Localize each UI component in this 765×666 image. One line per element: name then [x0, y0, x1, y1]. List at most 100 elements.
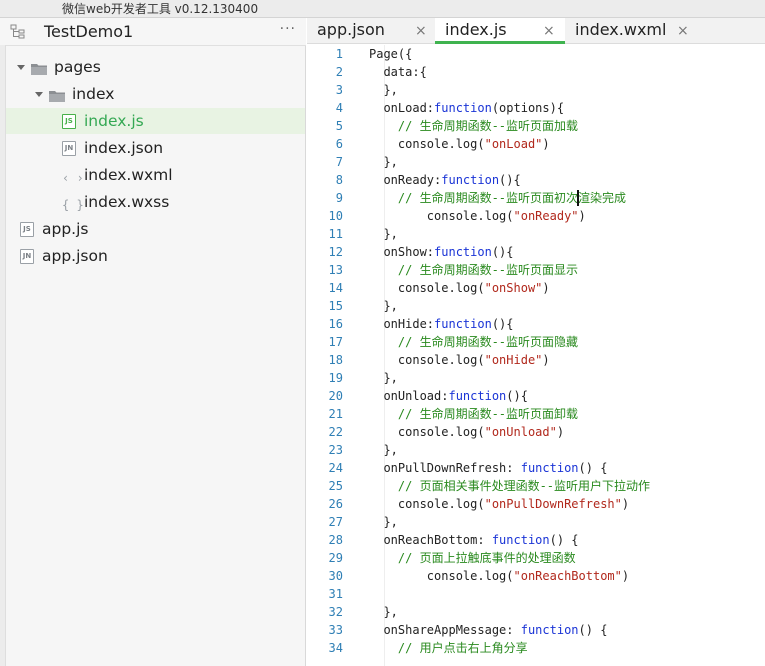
line-number: 2: [335, 65, 343, 79]
tab-app-json[interactable]: app.json ×: [307, 18, 435, 44]
code-text: // 生命周期函数--监听页面加载: [397, 119, 579, 133]
code-text: },: [369, 155, 398, 169]
code-text: },: [369, 227, 398, 241]
code-line[interactable]: 18 console.log("onHide"): [307, 351, 765, 369]
line-number: 10: [328, 209, 343, 223]
code-text: console.log("onLoad"): [369, 137, 550, 151]
code-line[interactable]: 8 onReady:function(){: [307, 171, 765, 189]
code-text: // 生命周期函数--监听页面初次渲染完成: [397, 191, 627, 205]
window-title: 微信web开发者工具 v0.12.130400: [0, 0, 765, 18]
editor-tab-bar: app.json × index.js × index.wxml ×: [307, 18, 765, 44]
code-text: onHide:function(){: [369, 317, 514, 331]
line-number: 19: [328, 371, 343, 385]
code-line[interactable]: 33 onShareAppMessage: function() {: [307, 621, 765, 639]
tree-item-index-wxss[interactable]: { }index.wxss: [6, 189, 305, 215]
line-number: 16: [328, 317, 343, 331]
code-line[interactable]: 21 // 生命周期函数--监听页面卸载: [307, 405, 765, 423]
json-file-icon: JN: [62, 141, 76, 156]
tab-label: index.wxml: [575, 20, 667, 39]
code-line[interactable]: 23 },: [307, 441, 765, 459]
tab-index-wxml[interactable]: index.wxml ×: [565, 18, 705, 44]
markup-file-icon: ‹ ›: [62, 171, 84, 185]
code-text: // 生命周期函数--监听页面卸载: [397, 407, 579, 421]
code-text: console.log("onPullDownRefresh"): [369, 497, 630, 511]
code-line[interactable]: 22 console.log("onUnload"): [307, 423, 765, 441]
code-line[interactable]: 25 // 页面相关事件处理函数--监听用户下拉动作: [307, 477, 765, 495]
expand-arrow-icon[interactable]: [34, 81, 46, 107]
close-tab-icon[interactable]: ×: [415, 23, 427, 39]
expand-arrow-icon[interactable]: [16, 54, 28, 80]
code-text: },: [369, 605, 398, 619]
line-number: 29: [328, 551, 343, 565]
tree-item-index[interactable]: index: [6, 81, 305, 107]
code-line[interactable]: 14 console.log("onShow"): [307, 279, 765, 297]
tab-label: index.js: [445, 20, 507, 39]
tree-view-icon[interactable]: [10, 24, 26, 40]
code-line[interactable]: 16 onHide:function(){: [307, 315, 765, 333]
code-line[interactable]: 19 },: [307, 369, 765, 387]
code-text: console.log("onShow"): [369, 281, 550, 295]
code-line[interactable]: 30 console.log("onReachBottom"): [307, 567, 765, 585]
code-line[interactable]: 29 // 页面上拉触底事件的处理函数: [307, 549, 765, 567]
tree-item-label: index.wxss: [84, 193, 170, 211]
code-text: },: [369, 443, 398, 457]
code-line[interactable]: 3 },: [307, 81, 765, 99]
code-text: onLoad:function(options){: [369, 101, 565, 115]
code-line[interactable]: 26 console.log("onPullDownRefresh"): [307, 495, 765, 513]
close-tab-icon[interactable]: ×: [543, 23, 555, 39]
code-line[interactable]: 20 onUnload:function(){: [307, 387, 765, 405]
line-number: 12: [328, 245, 343, 259]
project-name[interactable]: TestDemo1: [44, 22, 134, 41]
tab-index-js[interactable]: index.js ×: [435, 18, 565, 44]
js-file-icon: JS: [20, 222, 34, 237]
code-line[interactable]: 13 // 生命周期函数--监听页面显示: [307, 261, 765, 279]
code-line[interactable]: 11 },: [307, 225, 765, 243]
code-line[interactable]: 28 onReachBottom: function() {: [307, 531, 765, 549]
folder-icon: [30, 59, 48, 75]
code-line[interactable]: 10 console.log("onReady"): [307, 207, 765, 225]
tree-item-pages[interactable]: pages: [6, 54, 305, 80]
line-number: 33: [328, 623, 343, 637]
code-text: onShow:function(){: [369, 245, 514, 259]
line-number: 18: [328, 353, 343, 367]
line-number: 25: [328, 479, 343, 493]
code-line[interactable]: 4 onLoad:function(options){: [307, 99, 765, 117]
code-text: },: [369, 515, 398, 529]
tab-label: app.json: [317, 20, 385, 39]
code-line[interactable]: 2 data:{: [307, 63, 765, 81]
more-options-icon[interactable]: ···: [279, 21, 296, 37]
tree-item-index-wxml[interactable]: ‹ ›index.wxml: [6, 162, 305, 188]
code-line[interactable]: 6 console.log("onLoad"): [307, 135, 765, 153]
tree-item-label: index.js: [84, 112, 144, 130]
code-line[interactable]: 24 onPullDownRefresh: function() {: [307, 459, 765, 477]
code-line[interactable]: 31: [307, 585, 765, 603]
line-number: 23: [328, 443, 343, 457]
code-line[interactable]: 17 // 生命周期函数--监听页面隐藏: [307, 333, 765, 351]
indent-guide: [384, 45, 385, 666]
code-line[interactable]: 5 // 生命周期函数--监听页面加载: [307, 117, 765, 135]
code-line[interactable]: 7 },: [307, 153, 765, 171]
close-tab-icon[interactable]: ×: [677, 23, 689, 39]
code-line[interactable]: 15 },: [307, 297, 765, 315]
tree-item-label: pages: [54, 58, 101, 76]
code-line[interactable]: 32 },: [307, 603, 765, 621]
code-line[interactable]: 9 // 生命周期函数--监听页面初次渲染完成: [307, 189, 765, 207]
line-number: 26: [328, 497, 343, 511]
line-number: 34: [328, 641, 343, 655]
line-number: 5: [335, 119, 343, 133]
code-text: onUnload:function(){: [369, 389, 528, 403]
code-line[interactable]: 12 onShow:function(){: [307, 243, 765, 261]
line-number: 27: [328, 515, 343, 529]
code-line[interactable]: 27 },: [307, 513, 765, 531]
style-file-icon: { }: [62, 198, 84, 212]
code-line[interactable]: 34 // 用户点击右上角分享: [307, 639, 765, 657]
code-text: onPullDownRefresh: function() {: [369, 461, 608, 475]
tree-item-label: index: [72, 85, 115, 103]
